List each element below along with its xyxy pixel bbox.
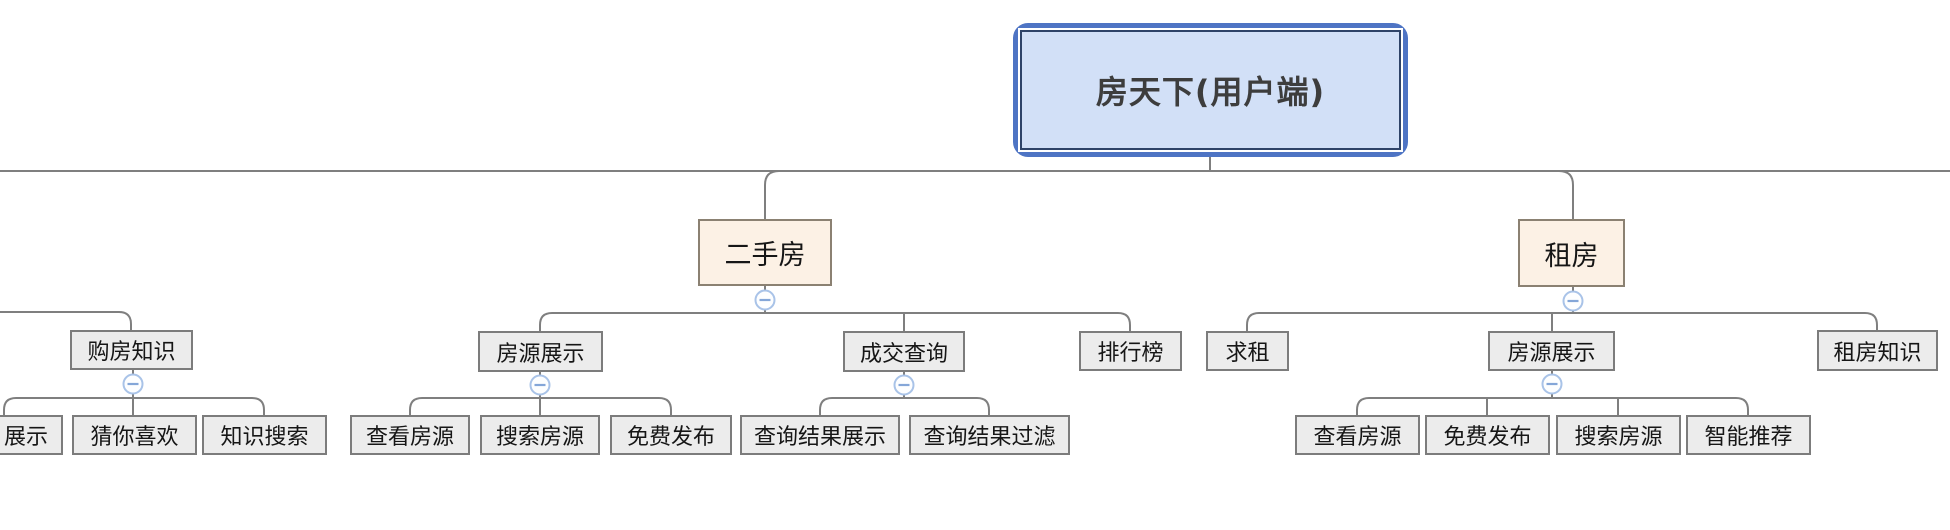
connector-rent-children [1246,287,1878,331]
node-rent-knowledge[interactable]: 租房知识 [1817,330,1938,371]
node-display-truncated[interactable]: 展示 [0,415,63,455]
node-sh-view-listing[interactable]: 查看房源 [350,415,470,455]
node-rent-search-listing[interactable]: 搜索房源 [1556,415,1681,455]
node-sh-search-listing[interactable]: 搜索房源 [480,415,600,455]
node-smart-recommend[interactable]: 智能推荐 [1686,415,1811,455]
node-rent-view-listing[interactable]: 查看房源 [1295,415,1420,455]
node-root[interactable]: 房天下(用户端) [1013,23,1408,157]
node-buy-knowledge[interactable]: 购房知识 [70,330,193,370]
node-secondhand-house[interactable]: 二手房 [698,219,832,286]
collapse-button-buy-knowledge[interactable] [122,373,144,395]
connector-left-branch-parent [0,311,132,330]
node-sh-listing-display[interactable]: 房源展示 [478,331,603,372]
node-guess-you-like[interactable]: 猜你喜欢 [72,415,197,455]
connector-rent-drop [1558,170,1574,219]
node-deal-query[interactable]: 成交查询 [843,331,965,372]
collapse-button-rent[interactable] [1562,290,1584,312]
collapse-button-deal-query[interactable] [893,374,915,396]
connector-secondhand-drop [764,170,780,219]
collapse-button-sh-listing[interactable] [529,374,551,396]
collapse-button-secondhand[interactable] [754,289,776,311]
node-root-label: 房天下(用户端) [1018,28,1403,152]
node-query-result-display[interactable]: 查询结果展示 [740,415,900,455]
node-knowledge-search[interactable]: 知识搜索 [202,415,327,455]
node-rent-listing-display[interactable]: 房源展示 [1488,331,1615,371]
connector-secondhand-children [539,286,1131,331]
node-ranking[interactable]: 排行榜 [1079,331,1182,371]
node-query-result-filter[interactable]: 查询结果过滤 [909,415,1070,455]
node-rent-free-publish[interactable]: 免费发布 [1425,415,1550,455]
node-seek-rent[interactable]: 求租 [1206,331,1289,371]
collapse-button-rent-listing[interactable] [1541,373,1563,395]
node-sh-free-publish[interactable]: 免费发布 [610,415,732,455]
node-rent-house[interactable]: 租房 [1518,219,1625,287]
